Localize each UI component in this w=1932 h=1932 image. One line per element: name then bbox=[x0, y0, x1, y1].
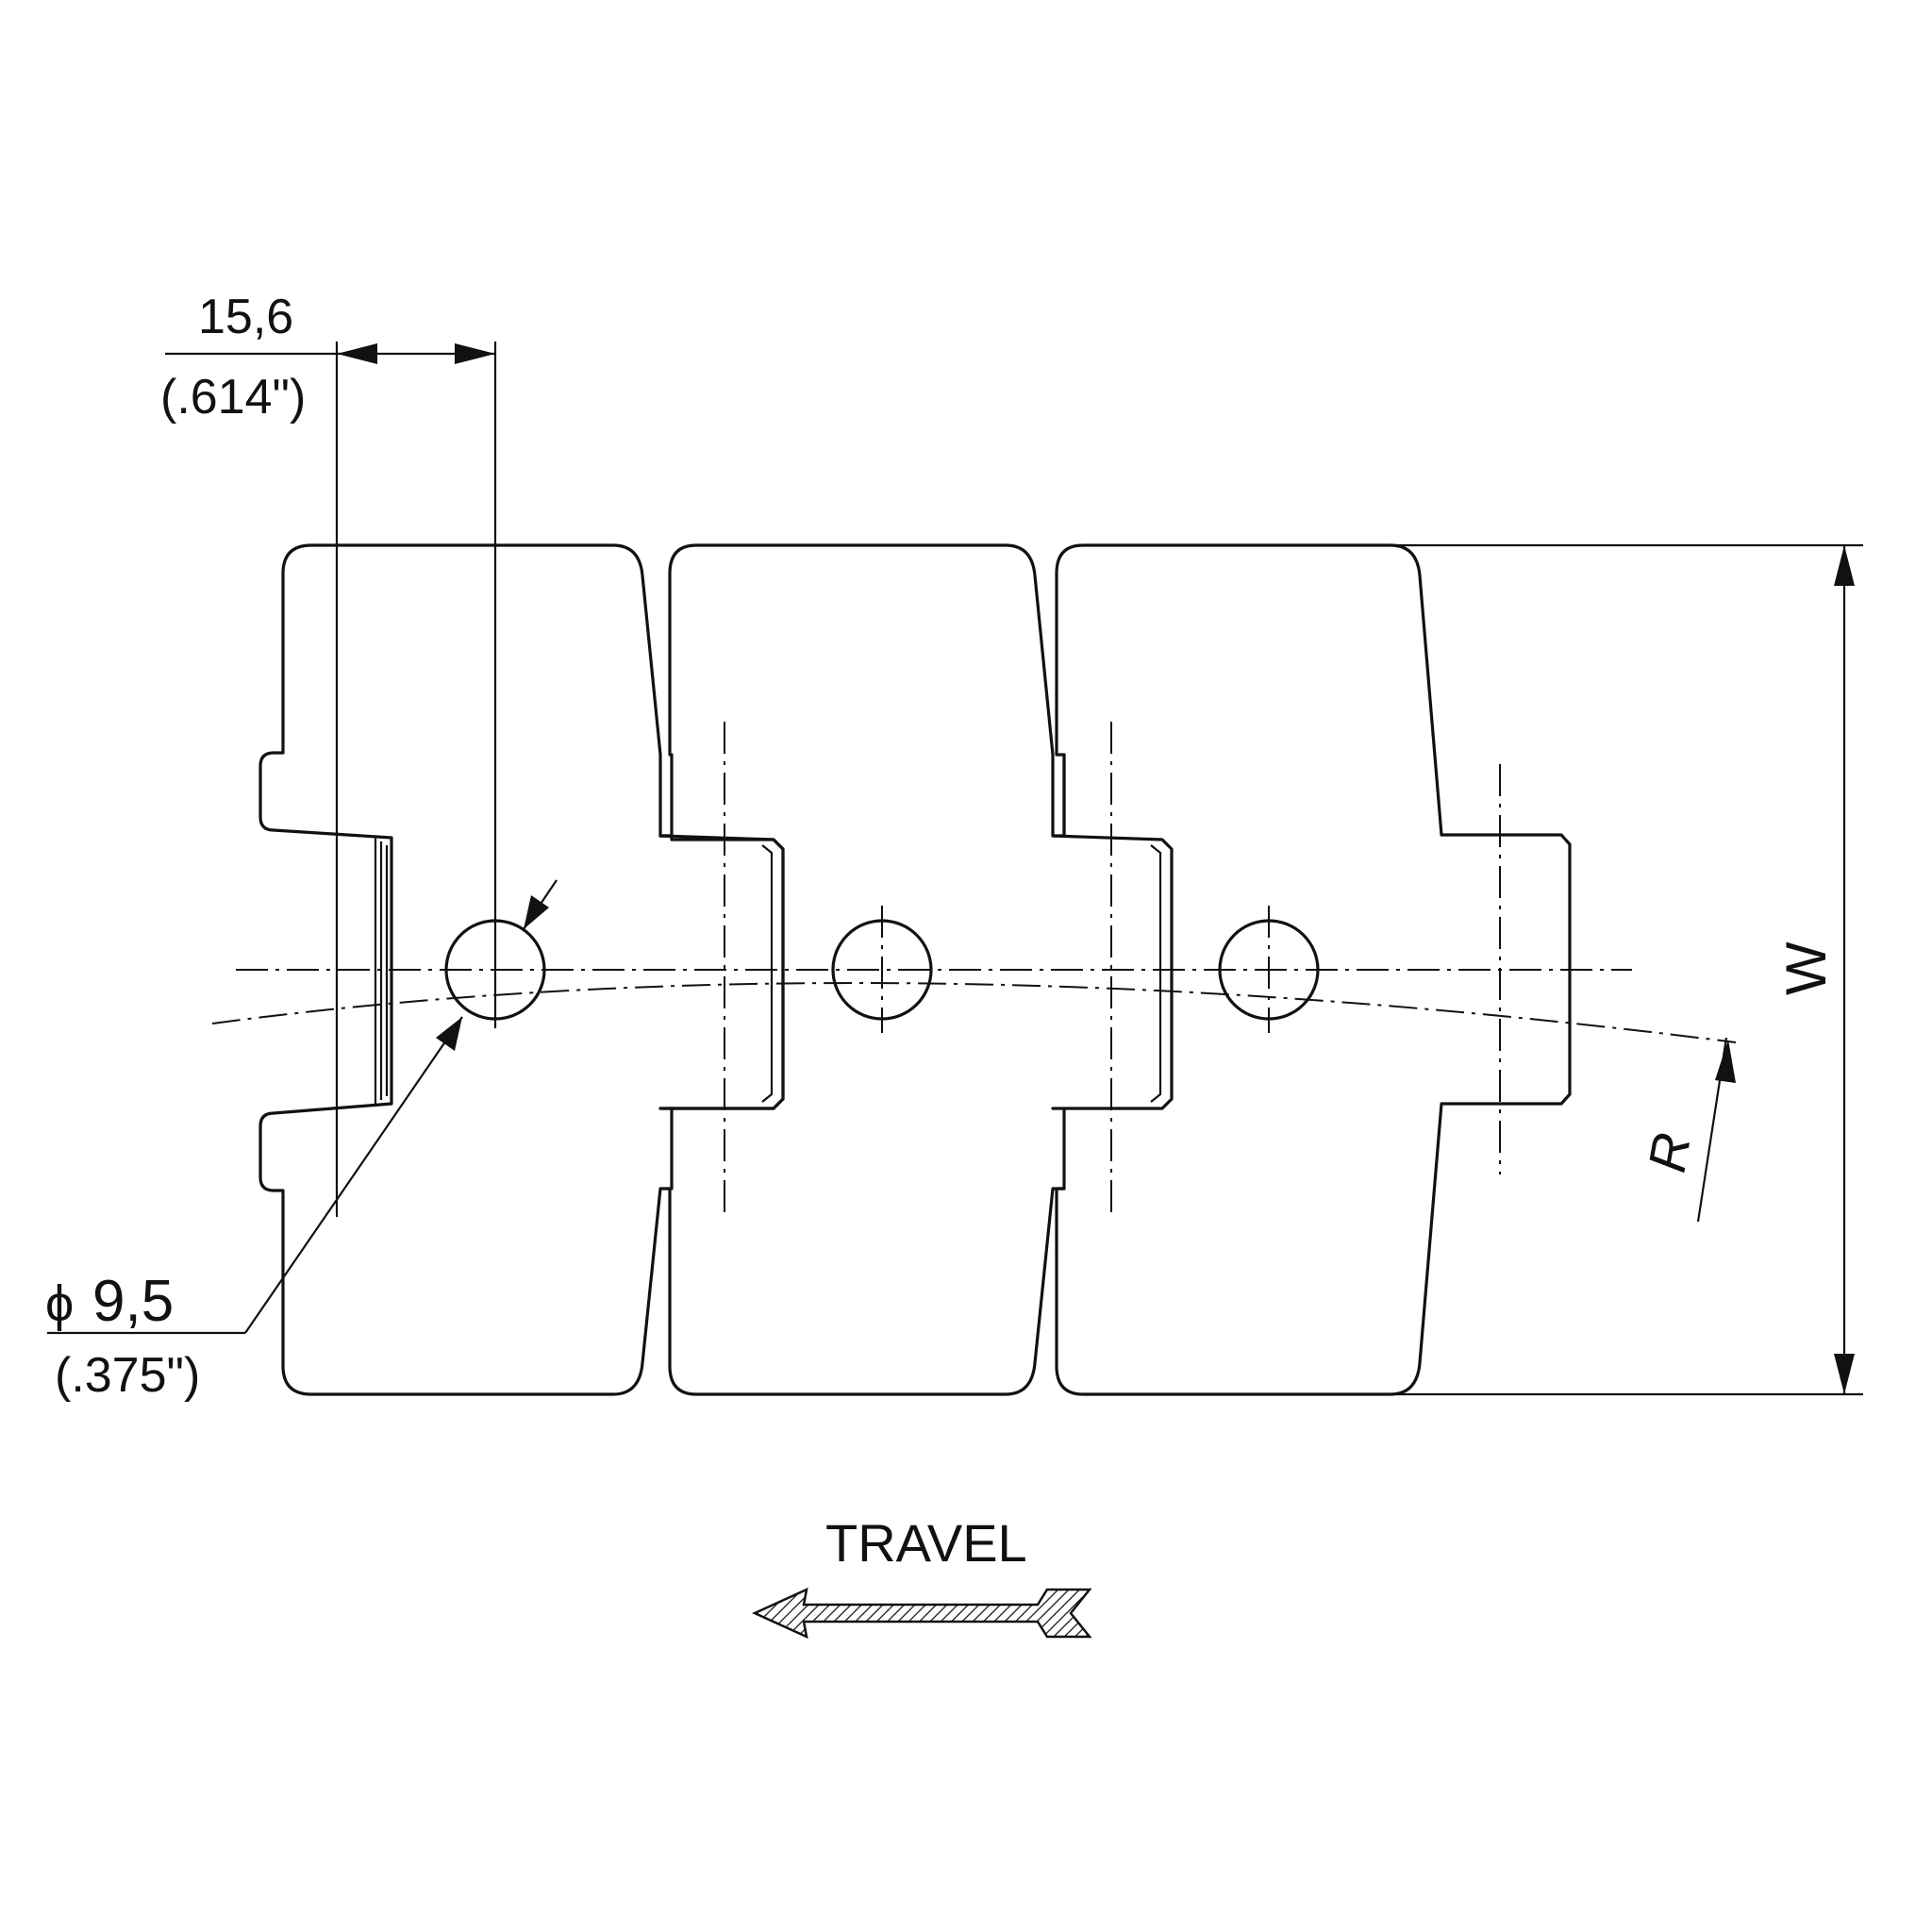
pitch-imperial-label: (.614") bbox=[160, 370, 306, 425]
center-lines bbox=[211, 703, 1737, 1217]
hole-diameter-dimension bbox=[47, 879, 558, 1335]
chain-link-2 bbox=[658, 543, 1066, 1396]
hole-diameter-symbol: ϕ bbox=[45, 1275, 74, 1332]
pitch-metric-label: 15,6 bbox=[198, 290, 293, 344]
hole-diameter-metric-label: 9,5 bbox=[92, 1269, 174, 1334]
radius-label: R bbox=[1637, 1128, 1702, 1176]
width-dimension bbox=[1396, 543, 1863, 1396]
pitch-dimension bbox=[165, 341, 497, 1212]
width-label: W bbox=[1774, 941, 1838, 995]
hatched-left-arrow-icon bbox=[751, 1587, 1092, 1640]
hole-diameter-imperial-label: (.375") bbox=[55, 1348, 200, 1403]
radius-dimension bbox=[1696, 1037, 1736, 1223]
travel-label: TRAVEL bbox=[825, 1513, 1027, 1573]
chain-link-3 bbox=[1051, 543, 1572, 1396]
